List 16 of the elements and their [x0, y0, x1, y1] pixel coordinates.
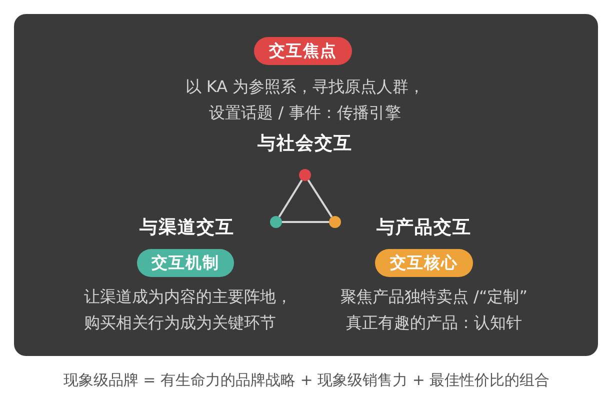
- heading-text: 与社会交互: [258, 132, 352, 155]
- description-text: 以 KA 为参照系，寻找原点人群，设置话题 / 事件：传播引擎: [184, 76, 426, 124]
- connector-line: [278, 180, 303, 218]
- category-pill: 交互焦点: [254, 37, 352, 65]
- connector-line: [307, 180, 333, 218]
- description-text: 让渠道成为内容的主要阵地，购买相关行为成为关键环节: [84, 286, 293, 334]
- heading-text: 与产品交互: [376, 216, 472, 239]
- heading-text: 与渠道交互: [140, 216, 234, 239]
- dot-icon: [329, 216, 341, 228]
- dot-icon: [270, 216, 282, 228]
- category-pill: 交互机制: [137, 249, 234, 277]
- caption-text: 现象级品牌 = 有生命力的品牌战略 + 现象级销售力 + 最佳性价比的组合: [63, 371, 550, 390]
- connector-line: [282, 221, 329, 223]
- category-pill: 交互核心: [375, 249, 473, 277]
- dot-icon: [299, 169, 311, 181]
- description-text: 聚焦产品独特卖点 /“定制”真正有趣的产品：认知针: [339, 286, 529, 334]
